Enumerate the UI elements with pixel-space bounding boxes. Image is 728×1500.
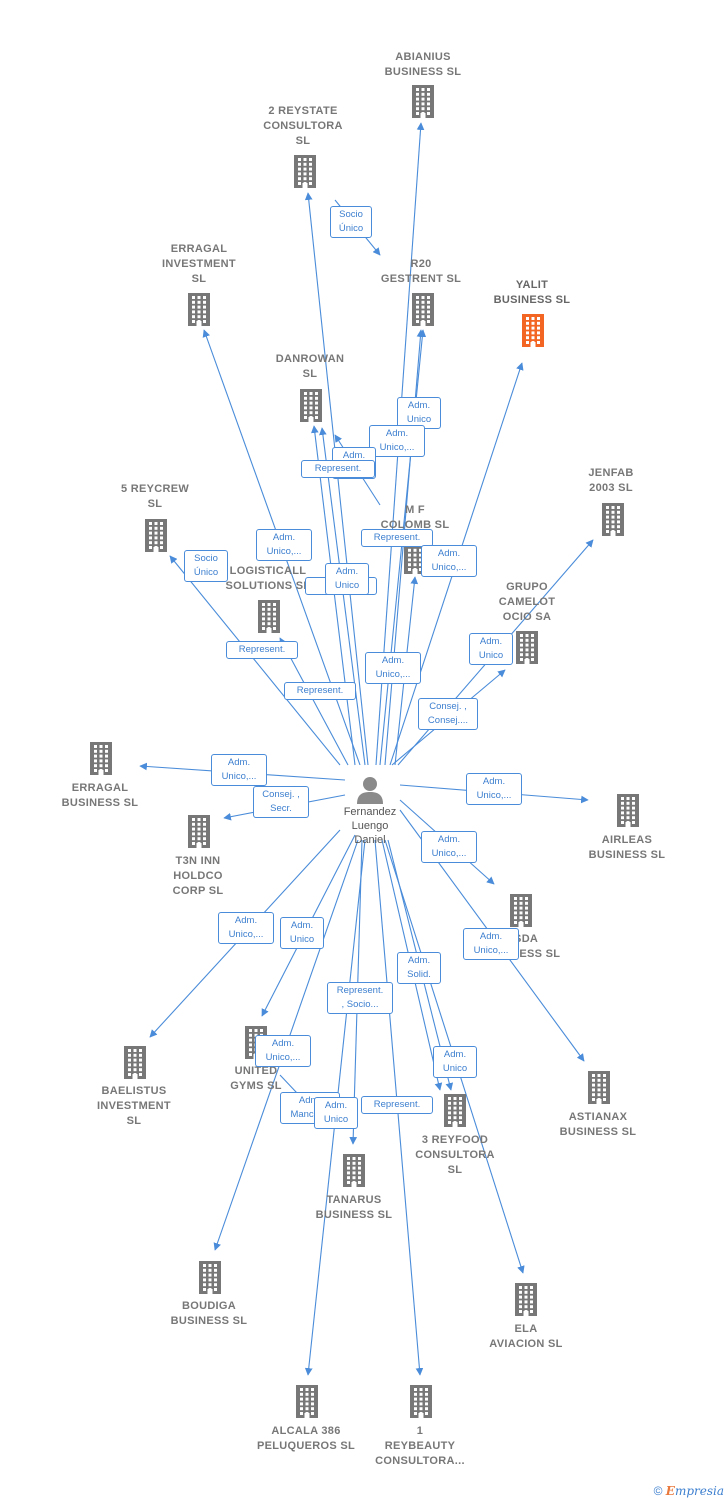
relation-label[interactable]: Adm. Unico,... xyxy=(466,773,522,805)
building-icon[interactable] xyxy=(184,292,214,326)
relation-label[interactable]: Consej. , Secr. xyxy=(253,786,309,818)
company-label[interactable]: AIRLEAS BUSINESS SL xyxy=(588,834,666,861)
company-label[interactable]: 5 REYCREW SL xyxy=(120,483,190,510)
relation-label[interactable]: Represent. xyxy=(361,1096,433,1114)
building-icon[interactable] xyxy=(120,1045,150,1079)
relation-label[interactable]: Adm. Solid. xyxy=(397,952,441,984)
company-label[interactable]: ABIANIUS BUSINESS SL xyxy=(384,51,462,78)
relation-edge xyxy=(319,427,366,766)
relation-label[interactable]: Represent. xyxy=(284,682,356,700)
building-icon[interactable] xyxy=(86,741,116,775)
building-icon[interactable] xyxy=(506,893,536,927)
building-icon[interactable] xyxy=(613,793,643,827)
relation-edge xyxy=(279,637,349,766)
relation-label[interactable]: Adm. Unico xyxy=(469,633,513,665)
relation-label[interactable]: Adm. Unico,... xyxy=(211,754,267,786)
company-label[interactable]: 2 REYSTATE CONSULTORA SL xyxy=(263,105,343,147)
relation-label[interactable]: Adm. Unico xyxy=(397,397,441,429)
company-label[interactable]: DANROWAN SL xyxy=(275,353,345,380)
brand-logo: Empresia xyxy=(665,1484,724,1498)
relation-label[interactable]: Socio Único xyxy=(330,206,372,238)
building-icon[interactable] xyxy=(254,599,284,633)
company-label[interactable]: R20 GESTRENT SL xyxy=(380,258,462,285)
company-label[interactable]: T3N INN HOLDCO CORP SL xyxy=(172,855,224,897)
relation-edge xyxy=(311,425,356,766)
center-person-label: Fernandez Luengo Daniel xyxy=(343,806,397,846)
company-label[interactable]: ASTIANAX BUSINESS SL xyxy=(559,1111,637,1138)
center-person[interactable]: Fernandez Luengo Daniel xyxy=(310,775,430,847)
company-label[interactable]: M F COLOMB SL xyxy=(380,504,450,531)
relation-label[interactable]: Represent. xyxy=(301,460,375,478)
relation-label[interactable]: Adm. Unico xyxy=(314,1097,358,1129)
building-icon[interactable] xyxy=(406,1384,436,1418)
footer-brand[interactable]: © Empresia xyxy=(654,1484,724,1498)
building-icon[interactable] xyxy=(408,292,438,326)
relation-label[interactable]: Represent. xyxy=(361,529,433,547)
company-label[interactable]: GRUPO CAMELOT OCIO SA xyxy=(498,581,556,623)
building-icon[interactable] xyxy=(141,518,171,552)
relation-label[interactable]: Adm. Unico,... xyxy=(421,831,477,863)
building-icon[interactable] xyxy=(292,1384,322,1418)
relation-edge xyxy=(304,192,369,766)
company-label[interactable]: BAELISTUS INVESTMENT SL xyxy=(97,1085,171,1127)
building-icon[interactable] xyxy=(290,154,320,188)
company-label[interactable]: 3 REYFOOD CONSULTORA SL xyxy=(415,1134,495,1176)
company-label[interactable]: BOUDIGA BUSINESS SL xyxy=(170,1300,248,1327)
relation-label[interactable]: Represent. xyxy=(226,641,298,659)
relation-label[interactable]: Socio Único xyxy=(184,550,228,582)
building-icon[interactable] xyxy=(598,502,628,536)
company-label[interactable]: TANARUS BUSINESS SL xyxy=(315,1194,393,1221)
building-icon[interactable] xyxy=(518,313,548,347)
relation-label[interactable]: Adm. Unico xyxy=(433,1046,477,1078)
building-icon[interactable] xyxy=(512,630,542,664)
building-icon[interactable] xyxy=(584,1070,614,1104)
relation-label[interactable]: Represent. , Socio... xyxy=(327,982,393,1014)
relation-label[interactable]: Adm. Unico,... xyxy=(255,1035,311,1067)
relation-label[interactable]: Adm. Unico,... xyxy=(421,545,477,577)
building-icon[interactable] xyxy=(296,388,326,422)
relation-edge xyxy=(169,555,341,766)
company-label[interactable]: JENFAB 2003 SL xyxy=(588,467,634,494)
building-icon[interactable] xyxy=(184,814,214,848)
company-label[interactable]: ALCALA 386 PELUQUEROS SL xyxy=(256,1425,356,1452)
building-icon[interactable] xyxy=(408,84,438,118)
relation-label[interactable]: Adm. Unico xyxy=(280,917,324,949)
building-icon[interactable] xyxy=(511,1282,541,1316)
building-icon[interactable] xyxy=(195,1260,225,1294)
relation-label[interactable]: Adm. Unico,... xyxy=(365,652,421,684)
company-label[interactable]: ELA AVIACION SL xyxy=(489,1323,563,1350)
building-icon[interactable] xyxy=(339,1153,369,1187)
relation-label[interactable]: Adm. Unico,... xyxy=(463,928,519,960)
company-label[interactable]: ERRAGAL INVESTMENT SL xyxy=(162,243,236,285)
company-label[interactable]: YALIT BUSINESS SL xyxy=(493,279,571,306)
company-label[interactable]: ERRAGAL BUSINESS SL xyxy=(61,782,139,809)
person-icon xyxy=(357,777,383,804)
building-icon[interactable] xyxy=(440,1093,470,1127)
relation-label[interactable]: Adm. Unico,... xyxy=(256,529,312,561)
company-label[interactable]: 1 REYBEAUTY CONSULTORA... xyxy=(375,1425,465,1467)
building-icon[interactable] xyxy=(400,540,430,574)
relation-label[interactable]: Consej. , Consej.... xyxy=(418,698,478,730)
relation-label[interactable]: Adm. Unico xyxy=(325,563,369,595)
copyright-symbol: © xyxy=(653,1484,663,1498)
company-label[interactable]: UNITED GYMS SL xyxy=(230,1065,282,1092)
relation-label[interactable]: Adm. Unico,... xyxy=(369,425,425,457)
relation-label[interactable]: Adm. Unico,... xyxy=(218,912,274,944)
